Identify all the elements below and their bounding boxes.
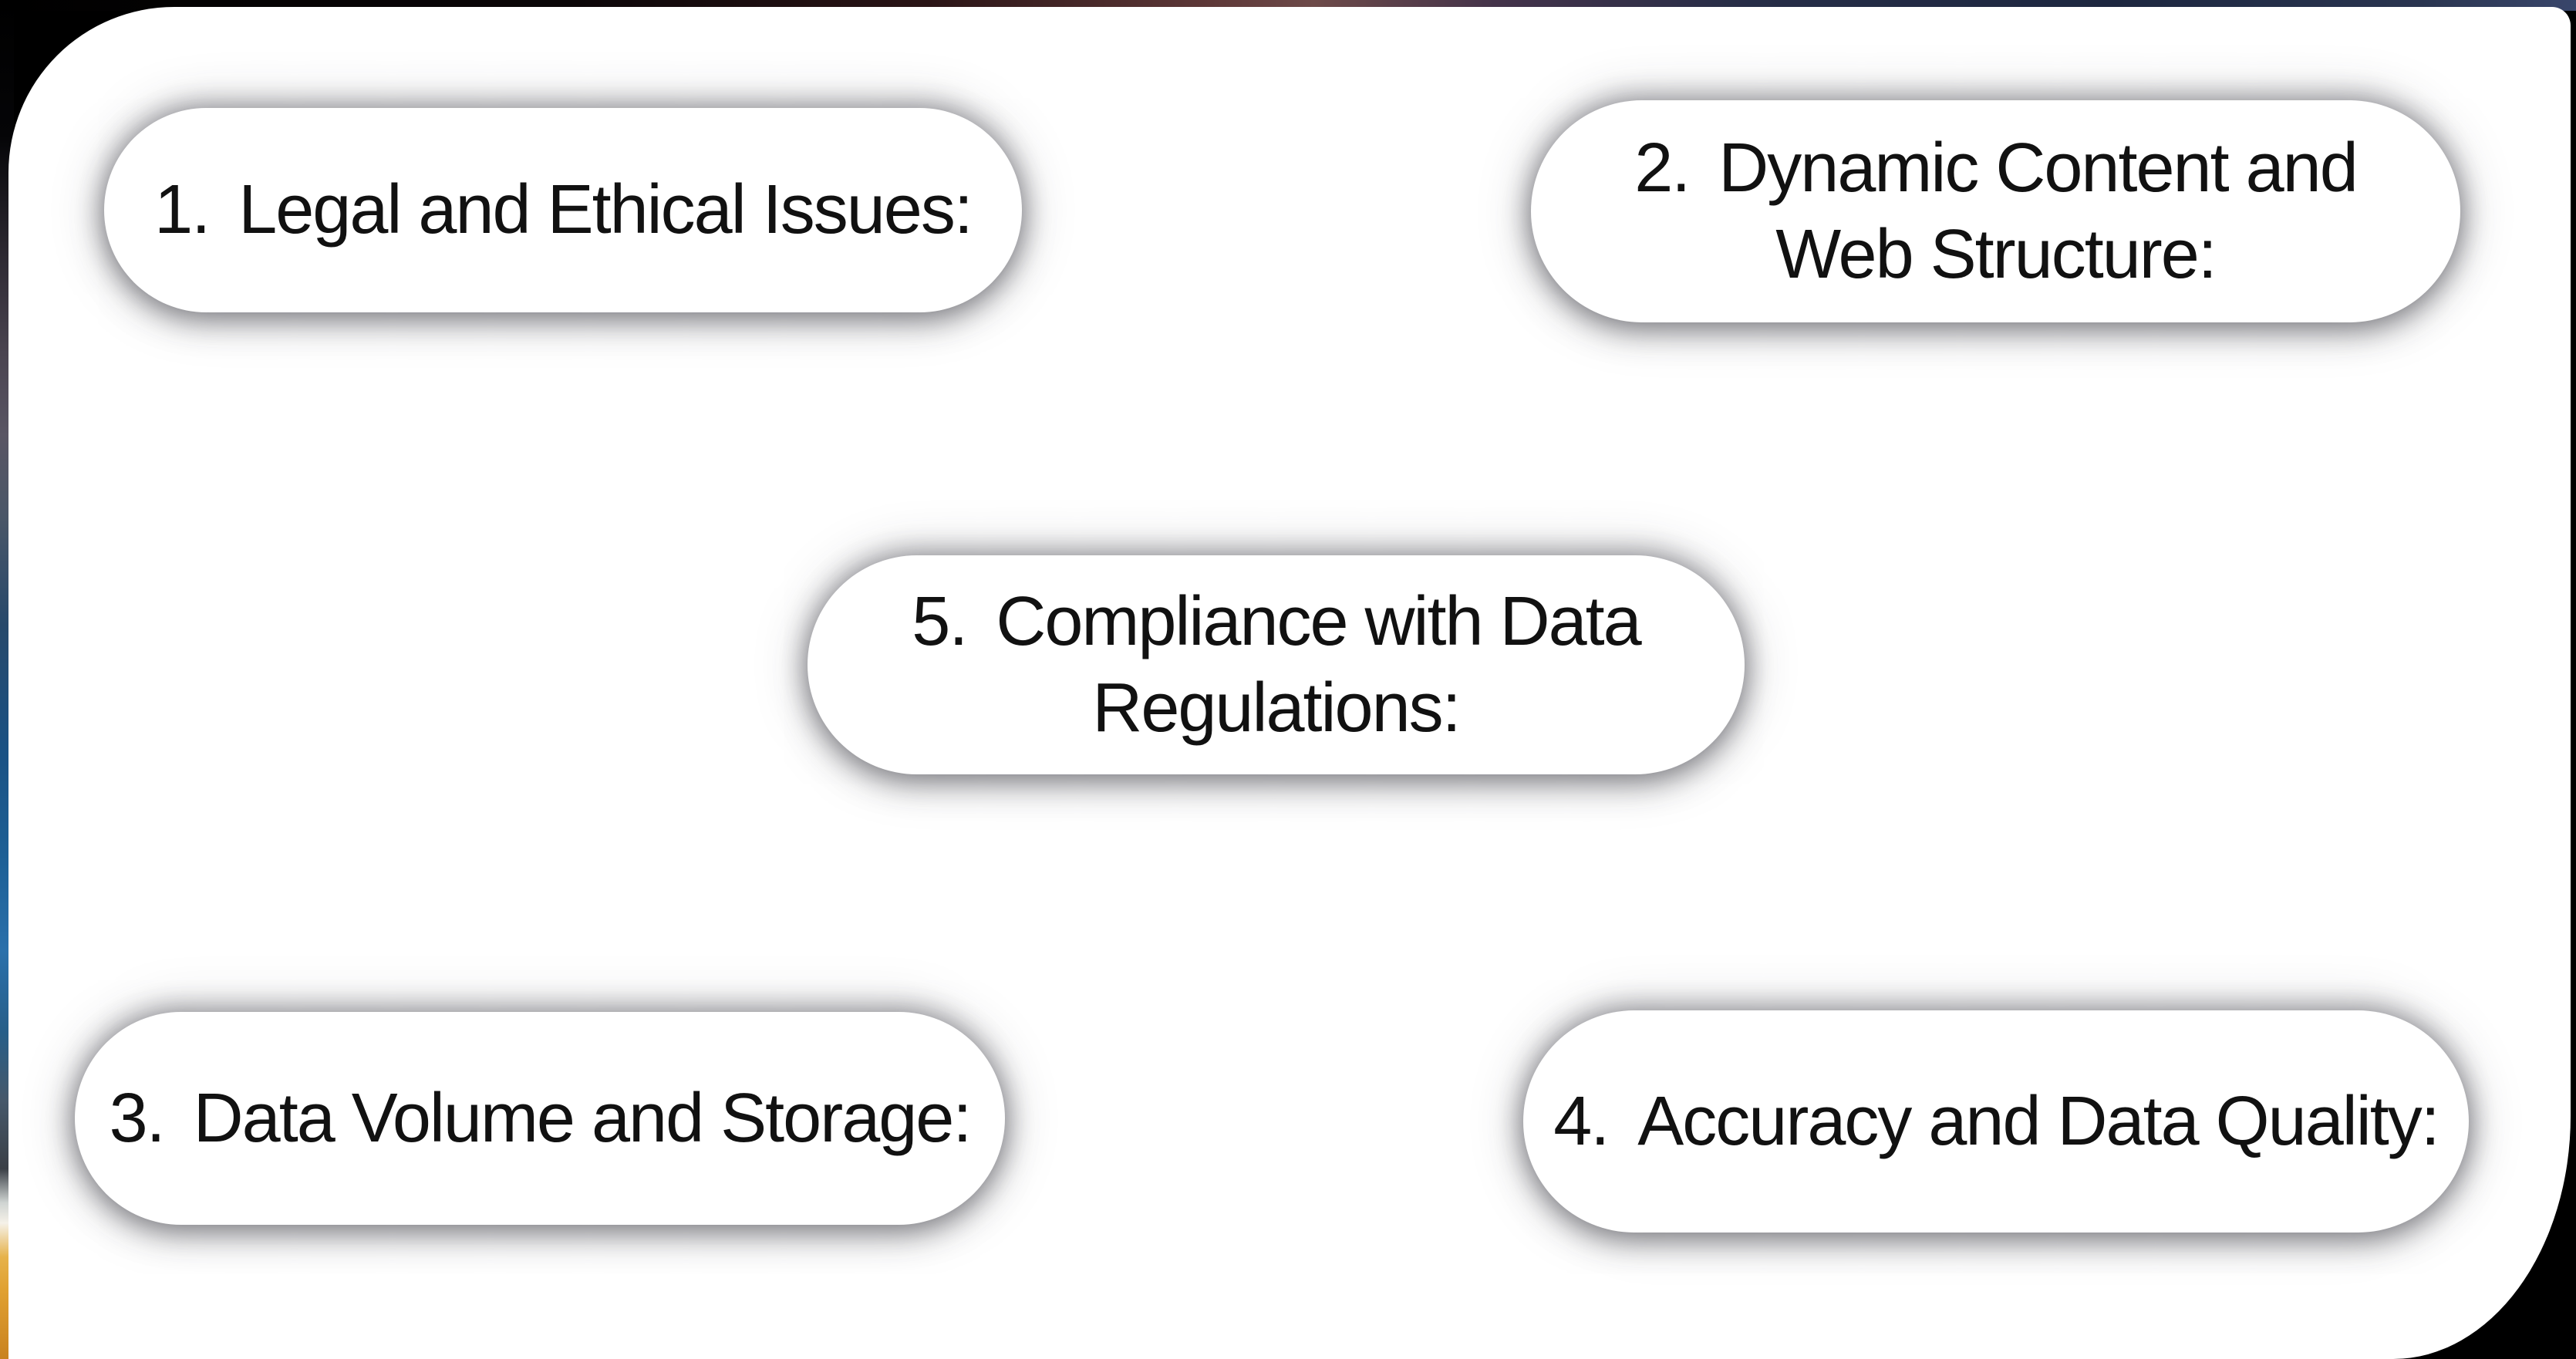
pill-line: 2. Dynamic Content and: [1634, 125, 2359, 212]
pill-line: 5. Compliance with Data: [912, 578, 1641, 666]
pill-text: 3. Data Volume and Storage:: [109, 1075, 973, 1162]
pill-line-2: Regulations:: [1092, 669, 1461, 747]
pill-number: 4.: [1553, 1082, 1610, 1160]
pill-label: Accuracy and Data Quality:: [1637, 1082, 2440, 1160]
pill-4-accuracy-and-data-quality: 4. Accuracy and Data Quality:: [1523, 1010, 2469, 1233]
pill-text: 5. Compliance with Data Regulations:: [912, 578, 1641, 752]
pill-number: 3.: [109, 1079, 166, 1157]
pill-label: Legal and Ethical Issues:: [238, 171, 973, 249]
pill-line: 1. Legal and Ethical Issues:: [154, 167, 973, 254]
pill-text: 1. Legal and Ethical Issues:: [154, 167, 973, 254]
pill-line-2: Web Structure:: [1775, 216, 2217, 293]
pill-label: Compliance with Data: [996, 582, 1641, 660]
pill-3-data-volume-and-storage: 3. Data Volume and Storage:: [75, 1012, 1005, 1225]
pill-line: 3. Data Volume and Storage:: [109, 1075, 973, 1162]
pill-1-legal-and-ethical-issues: 1. Legal and Ethical Issues:: [104, 108, 1022, 312]
pill-text: 4. Accuracy and Data Quality:: [1553, 1078, 2440, 1165]
pill-text: 2. Dynamic Content and Web Structure:: [1634, 125, 2359, 298]
pill-2-dynamic-content-and-web-structure: 2. Dynamic Content and Web Structure:: [1531, 100, 2460, 322]
pill-number: 5.: [912, 582, 968, 660]
pill-label: Dynamic Content and: [1718, 129, 2358, 207]
pill-5-compliance-with-data-regulations: 5. Compliance with Data Regulations:: [808, 555, 1745, 774]
pill-number: 2.: [1634, 129, 1691, 207]
pill-label: Data Volume and Storage:: [193, 1079, 973, 1157]
pill-line: 4. Accuracy and Data Quality:: [1553, 1078, 2440, 1165]
pill-number: 1.: [154, 171, 211, 249]
